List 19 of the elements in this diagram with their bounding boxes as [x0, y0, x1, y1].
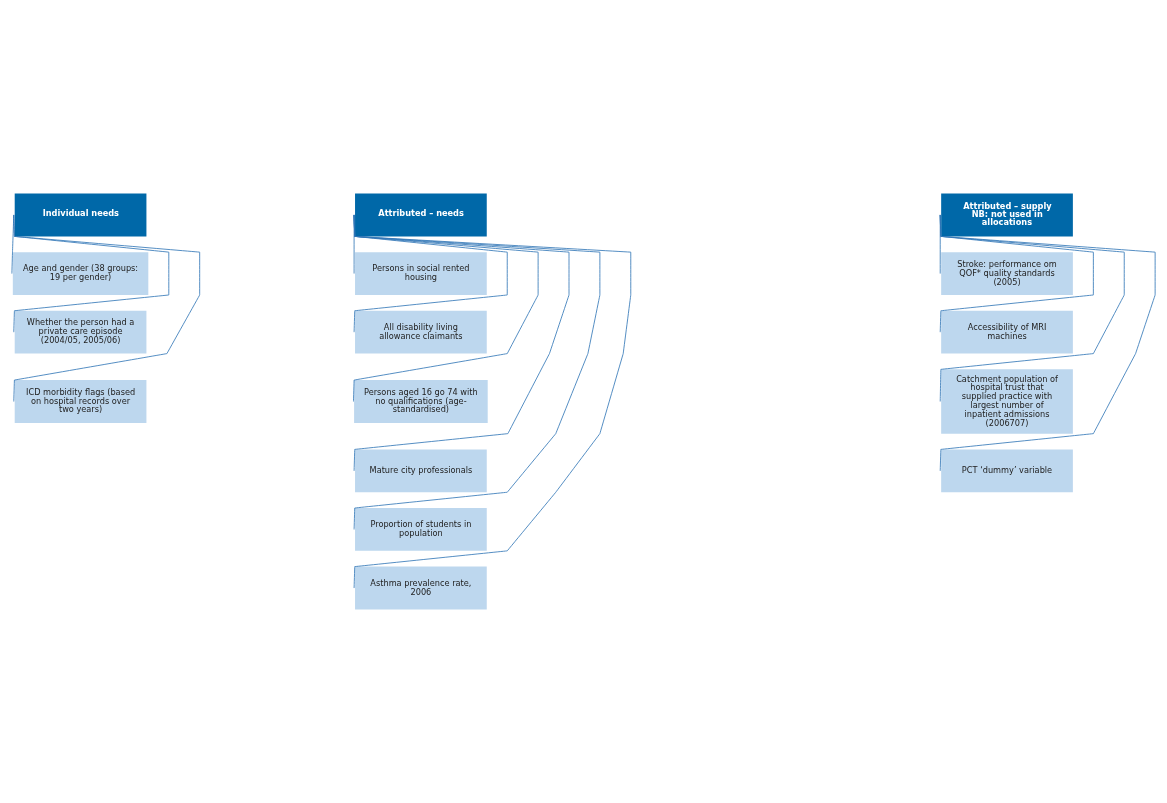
connector — [353, 214, 539, 402]
node-box: Persons in social rented housing — [355, 252, 487, 295]
node-box: Mature city professionals — [355, 449, 487, 493]
node-box: Individual needs — [14, 193, 147, 237]
node-box: Stroke: performance om QOF* quality standards (2005) — [941, 252, 1073, 295]
node-box: Catchment population of hospital trust that supplied practice with largest number of inpatient admissions (2006707) — [941, 369, 1073, 434]
node-box: Asthma prevalence rate, 2006 — [355, 566, 487, 610]
node-box: PCT ‘dummy’ variable — [941, 449, 1073, 493]
node-box: Attributed – supply NB: not used in allocations — [941, 193, 1073, 237]
node-box: Attributed – needs — [355, 193, 487, 237]
node-box: Persons aged 16 go 74 with no qualifications (age-standardised) — [354, 380, 488, 423]
connector — [353, 214, 355, 274]
node-box: ICD morbidity flags (based on hospital records over two years) — [14, 380, 147, 423]
node-box: All disability living allowance claimants — [355, 310, 487, 354]
node-box: Accessibility of MRI machines — [941, 310, 1073, 354]
node-box: Age and gender (38 groups: 19 per gender) — [12, 252, 149, 295]
node-box: Proportion of students in population — [355, 508, 487, 551]
node-box: Whether the person had a private care episode (2004/05, 2005/06) — [14, 310, 147, 354]
connector — [353, 214, 508, 333]
